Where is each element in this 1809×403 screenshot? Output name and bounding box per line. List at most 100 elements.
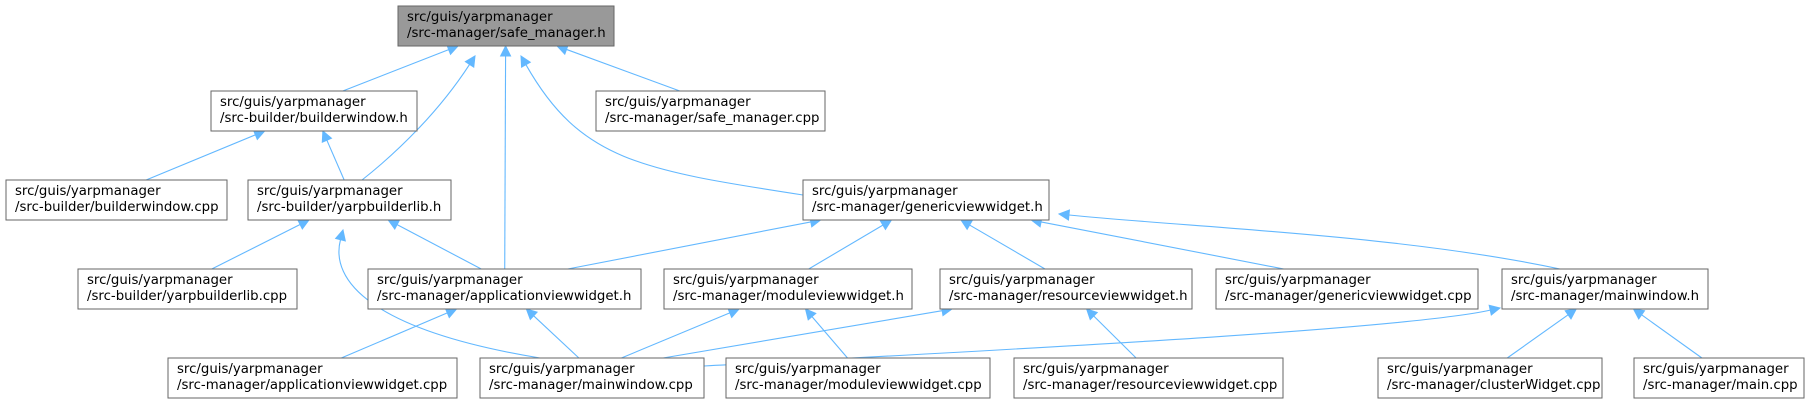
arrowhead-icon bbox=[1632, 308, 1646, 320]
node-builderwindow-cpp[interactable]: src/guis/yarpmanager/src-builder/builder… bbox=[5, 179, 228, 221]
node-yarpbuilderlib-cpp[interactable]: src/guis/yarpmanager/src-builder/yarpbui… bbox=[77, 268, 298, 310]
arrowhead-icon bbox=[321, 129, 333, 143]
node-resourceviewwidget-cpp[interactable]: src/guis/yarpmanager/src-manager/resourc… bbox=[1013, 357, 1284, 399]
node-main-cpp[interactable]: src/guis/yarpmanager/src-manager/main.cp… bbox=[1633, 357, 1805, 399]
node-genericviewwidget-cpp[interactable]: src/guis/yarpmanager/src-manager/generic… bbox=[1215, 268, 1479, 310]
edge-yarpbuilderlib_h-to-builderwindow_h bbox=[321, 129, 345, 181]
node-genericviewwidget-h[interactable]: src/guis/yarpmanager/src-manager/generic… bbox=[802, 179, 1050, 221]
node-path-line: src/guis/yarpmanager bbox=[1225, 273, 1371, 288]
node-box bbox=[247, 179, 452, 221]
node-box bbox=[479, 357, 705, 399]
node-file-line: /src-manager/moduleviewwidget.cpp bbox=[735, 378, 982, 393]
arrowhead-icon bbox=[1085, 308, 1099, 321]
edge-line bbox=[525, 64, 804, 196]
node-file-line: /src-manager/safe_manager.h bbox=[407, 26, 606, 41]
edge-line bbox=[361, 64, 471, 181]
edge-main_cpp-to-mainwindow_h bbox=[1632, 308, 1703, 359]
node-path-line: src/guis/yarpmanager bbox=[377, 273, 523, 288]
edge-line bbox=[1641, 314, 1703, 359]
node-file-line: /src-manager/genericviewwidget.h bbox=[812, 200, 1043, 215]
arrowhead-icon bbox=[1057, 209, 1071, 221]
node-box bbox=[1501, 268, 1709, 310]
edge-line bbox=[811, 316, 848, 359]
edge-line bbox=[808, 224, 884, 270]
node-path-line: src/guis/yarpmanager bbox=[87, 273, 233, 288]
edge-moduleviewwidget_h-to-genericviewwidget_h bbox=[808, 219, 893, 270]
node-file-line: /src-manager/genericviewwidget.cpp bbox=[1225, 289, 1472, 304]
node-file-line: /src-manager/moduleviewwidget.h bbox=[673, 289, 904, 304]
node-box bbox=[167, 357, 458, 399]
node-resourceviewwidget-h[interactable]: src/guis/yarpmanager/src-manager/resourc… bbox=[939, 268, 1193, 310]
node-file-line: /src-manager/applicationviewwidget.cpp bbox=[177, 378, 447, 393]
edge-builderwindow_h-to-safe_manager_h bbox=[342, 44, 460, 92]
edge-line bbox=[1506, 314, 1569, 359]
node-safe-manager-h[interactable]: src/guis/yarpmanager/src-manager/safe_ma… bbox=[397, 5, 615, 47]
node-appviewwidget-h[interactable]: src/guis/yarpmanager/src-manager/applica… bbox=[367, 268, 642, 310]
nodes-layer: src/guis/yarpmanager/src-manager/safe_ma… bbox=[5, 5, 1805, 399]
arrowhead-icon bbox=[252, 129, 266, 141]
edge-mainwindow_h-to-genericviewwidget_h bbox=[1057, 209, 1561, 270]
node-moduleviewwidget-h[interactable]: src/guis/yarpmanager/src-manager/modulev… bbox=[663, 268, 913, 310]
edge-appviewwidget_cpp-to-appviewwidget_h bbox=[341, 307, 458, 359]
edge-line bbox=[1093, 315, 1137, 359]
node-path-line: src/guis/yarpmanager bbox=[220, 95, 366, 110]
arrowhead-icon bbox=[727, 307, 741, 319]
node-file-line: /src-manager/applicationviewwidget.h bbox=[377, 289, 631, 304]
node-clusterwidget-cpp[interactable]: src/guis/yarpmanager/src-manager/cluster… bbox=[1377, 357, 1603, 399]
edge-genericviewwidget_cpp-to-genericviewwidget_h bbox=[1030, 216, 1284, 270]
node-yarpbuilderlib-h[interactable]: src/guis/yarpmanager/src-builder/yarpbui… bbox=[247, 179, 452, 221]
node-mainwindow-cpp[interactable]: src/guis/yarpmanager/src-manager/mainwin… bbox=[479, 357, 705, 399]
edge-line bbox=[533, 315, 580, 359]
node-path-line: src/guis/yarpmanager bbox=[177, 362, 323, 377]
edge-mainwindow_cpp-to-moduleviewwidget_h bbox=[621, 307, 741, 359]
node-path-line: src/guis/yarpmanager bbox=[15, 184, 161, 199]
edge-line bbox=[566, 48, 681, 92]
edge-line bbox=[1068, 214, 1561, 270]
node-box bbox=[77, 268, 298, 310]
arrowhead-icon bbox=[444, 307, 458, 319]
node-box bbox=[802, 179, 1050, 221]
node-file-line: /src-manager/clusterWidget.cpp bbox=[1387, 378, 1600, 393]
node-file-line: /src-manager/mainwindow.cpp bbox=[489, 378, 693, 393]
node-box bbox=[5, 179, 228, 221]
edge-line bbox=[504, 55, 507, 270]
node-file-line: /src-builder/builderwindow.cpp bbox=[15, 200, 219, 215]
node-path-line: src/guis/yarpmanager bbox=[605, 95, 751, 110]
edge-line bbox=[341, 312, 448, 359]
edge-line bbox=[1040, 221, 1284, 270]
edge-line bbox=[145, 134, 256, 181]
edge-mainwindow_cpp-to-appviewwidget_h bbox=[525, 308, 580, 359]
node-builderwindow-h[interactable]: src/guis/yarpmanager/src-builder/builder… bbox=[210, 90, 418, 132]
node-path-line: src/guis/yarpmanager bbox=[1387, 362, 1533, 377]
node-box bbox=[663, 268, 913, 310]
node-box bbox=[1377, 357, 1603, 399]
edge-safe_manager_cpp-to-safe_manager_h bbox=[556, 44, 681, 92]
node-appviewwidget-cpp[interactable]: src/guis/yarpmanager/src-manager/applica… bbox=[167, 357, 458, 399]
node-box bbox=[595, 90, 826, 132]
node-file-line: /src-builder/builderwindow.h bbox=[220, 111, 408, 126]
edge-appviewwidget_h-to-safe_manager_h bbox=[499, 44, 512, 270]
node-file-line: /src-manager/main.cpp bbox=[1643, 378, 1798, 393]
node-moduleviewwidget-cpp[interactable]: src/guis/yarpmanager/src-manager/modulev… bbox=[725, 357, 991, 399]
node-path-line: src/guis/yarpmanager bbox=[949, 273, 1095, 288]
node-safe-manager-cpp[interactable]: src/guis/yarpmanager/src-manager/safe_ma… bbox=[595, 90, 826, 132]
node-mainwindow-h[interactable]: src/guis/yarpmanager/src-manager/mainwin… bbox=[1501, 268, 1709, 310]
arrowhead-icon bbox=[879, 219, 893, 231]
edge-line bbox=[567, 221, 811, 270]
edge-resourceviewwidget_h-to-genericviewwidget_h bbox=[960, 219, 1046, 270]
edge-yarpbuilderlib_cpp-to-yarpbuilderlib_h bbox=[211, 219, 310, 270]
edge-mainwindow_cpp-to-mainwindow_h bbox=[703, 304, 1502, 367]
node-file-line: /src-builder/yarpbuilderlib.h bbox=[257, 200, 441, 215]
edge-line bbox=[326, 139, 345, 181]
node-path-line: src/guis/yarpmanager bbox=[673, 273, 819, 288]
edge-genericviewwidget_h-to-safe_manager_h bbox=[520, 55, 804, 196]
node-path-line: src/guis/yarpmanager bbox=[735, 362, 881, 377]
node-path-line: src/guis/yarpmanager bbox=[489, 362, 635, 377]
edge-line bbox=[342, 49, 449, 92]
node-file-line: /src-manager/resourceviewwidget.h bbox=[949, 289, 1188, 304]
edge-line bbox=[396, 224, 482, 270]
node-path-line: src/guis/yarpmanager bbox=[1643, 362, 1789, 377]
node-path-line: src/guis/yarpmanager bbox=[1023, 362, 1169, 377]
edge-moduleviewwidget_cpp-to-moduleviewwidget_h bbox=[804, 308, 848, 359]
